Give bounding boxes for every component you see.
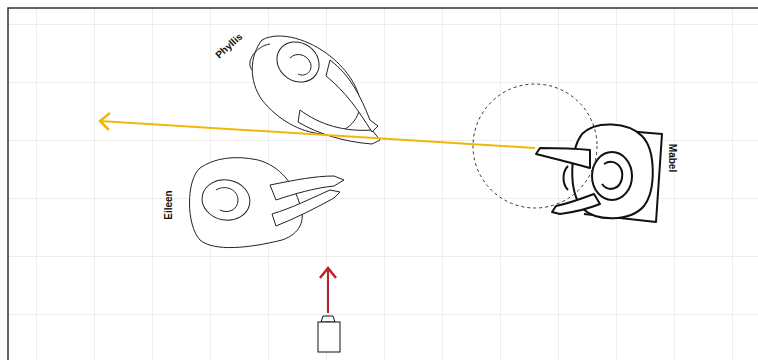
seated-person-figure xyxy=(536,124,662,222)
gaze-arrowhead xyxy=(100,113,110,130)
person-name: Mabel xyxy=(667,144,677,172)
floor-grid xyxy=(8,8,758,360)
camera-symbol xyxy=(318,316,340,352)
camera-direction-arrow xyxy=(327,270,329,313)
camera-direction-arrowhead xyxy=(320,268,336,278)
gaze-arrow xyxy=(100,121,535,148)
room-wall xyxy=(8,8,758,360)
person-figure xyxy=(190,158,345,248)
person-figure xyxy=(250,34,380,144)
person-name: Eileen xyxy=(164,190,174,219)
